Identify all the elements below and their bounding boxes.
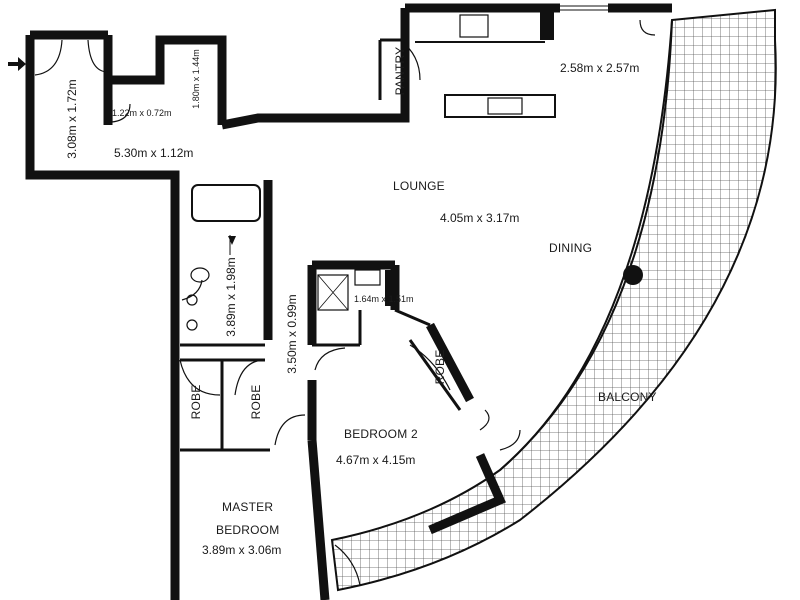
label-robe-master-right: ROBE bbox=[249, 384, 263, 420]
label-master-bedroom-line1: MASTER bbox=[222, 500, 274, 514]
label-powder-dimensions: 1.80m x 1.44m bbox=[191, 49, 201, 109]
label-dining: DINING bbox=[549, 241, 593, 255]
label-bedroom2-dimensions: 4.67m x 4.15m bbox=[336, 453, 416, 467]
label-robe-master-left: ROBE bbox=[189, 384, 203, 420]
label-master-bedroom-line2: BEDROOM bbox=[216, 523, 280, 537]
cooktop bbox=[459, 14, 489, 38]
label-lounge-dimensions: 4.05m x 3.17m bbox=[440, 211, 520, 225]
label-bathroom2-dimensions: 1.64m x 1.51m bbox=[354, 294, 414, 304]
label-ensuite-dimensions: 3.89m x 1.98m bbox=[224, 257, 238, 337]
hall-arrow-icon bbox=[228, 236, 236, 245]
label-kitchen-dimensions: 2.58m x 2.57m bbox=[560, 61, 640, 75]
label-pantry: PANTRY bbox=[393, 46, 407, 96]
label-lounge: LOUNGE bbox=[393, 179, 445, 193]
label-robe-bedroom2: ROBE bbox=[433, 349, 447, 385]
label-bedroom2: BEDROOM 2 bbox=[344, 427, 418, 441]
door-swings bbox=[34, 19, 656, 586]
shower bbox=[317, 274, 349, 311]
balcony-tiles bbox=[330, 8, 777, 592]
kitchen-island bbox=[444, 94, 556, 118]
balcony-glazing-line bbox=[499, 19, 673, 471]
label-entry-dimensions: 3.08m x 1.72m bbox=[65, 79, 79, 159]
label-laundry-dimensions: 1.22m x 0.72m bbox=[112, 108, 172, 118]
exterior-walls bbox=[25, 3, 672, 600]
label-corridor-dimensions: 3.50m x 0.99m bbox=[285, 294, 299, 374]
label-balcony: BALCONY bbox=[598, 390, 657, 404]
entry-arrow-icon bbox=[8, 57, 26, 71]
structural-column bbox=[623, 265, 643, 285]
kitchen-sink bbox=[487, 97, 523, 115]
label-master-bedroom-dimensions: 3.89m x 3.06m bbox=[202, 543, 282, 557]
bathtub bbox=[191, 184, 261, 222]
label-hall-dimensions: 5.30m x 1.12m bbox=[114, 146, 194, 160]
